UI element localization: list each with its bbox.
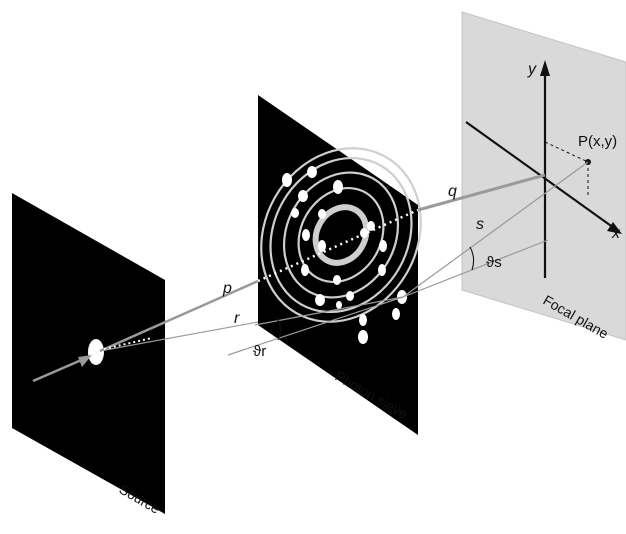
sieve-hole <box>359 314 367 326</box>
ray-r-angle-ref <box>227 296 404 356</box>
sieve-hole <box>315 294 325 306</box>
x-axis-label: x <box>611 225 621 242</box>
sieve-hole <box>307 166 317 178</box>
theta-s-arc <box>469 246 475 271</box>
ray-r-ref <box>254 296 404 326</box>
y-axis-label: y <box>527 61 537 78</box>
projection-dashed <box>544 141 589 163</box>
sieve-hole <box>392 308 400 320</box>
sieve-ring <box>260 147 422 323</box>
sieve-hole <box>336 301 342 309</box>
source-aperture <box>88 339 104 365</box>
sieve-hole <box>318 240 326 252</box>
ray-s <box>402 161 589 298</box>
point-label: P(x,y) <box>578 133 617 150</box>
ray-q <box>417 173 546 212</box>
sieve-ring <box>297 186 385 284</box>
theta-r-label: ϑr <box>253 343 266 360</box>
sieve-hole <box>318 209 326 219</box>
y-axis-arrowhead <box>540 60 550 76</box>
ray-p-through-sieve <box>257 208 419 283</box>
p-label: p <box>222 280 232 297</box>
ray-p <box>99 279 259 353</box>
sieve-hole <box>358 330 368 344</box>
incoming-ray <box>32 356 87 383</box>
theta-s-label: ϑs <box>486 254 502 271</box>
sieve-ring <box>269 156 413 314</box>
sieve-hole <box>298 190 308 202</box>
sieve-hole <box>379 240 387 252</box>
ray-s-angle-ref <box>402 239 549 298</box>
sieve-holes <box>282 166 407 344</box>
ray-r <box>99 321 259 352</box>
sieve-ring <box>312 204 370 266</box>
incoming-ray-arrowhead <box>78 355 92 367</box>
r-label: r <box>234 310 240 327</box>
sieve-hole <box>360 228 368 238</box>
sieve-rings <box>260 147 422 323</box>
sieve-hole <box>333 275 341 285</box>
x-axis-arrowhead <box>607 222 622 234</box>
rays <box>32 161 589 383</box>
sieve-hole <box>301 264 309 276</box>
sieve-hole <box>367 221 375 231</box>
sieve-hole <box>346 291 354 301</box>
q-label: q <box>448 183 457 200</box>
sieve-hole <box>378 264 386 276</box>
theta-r-arc <box>275 316 282 341</box>
s-label: s <box>476 216 484 233</box>
source-dotted-line <box>103 337 153 350</box>
sieve-ring <box>282 171 400 299</box>
sieve-hole <box>291 208 299 218</box>
sieve-hole <box>333 180 343 194</box>
sieve-hole <box>302 229 310 241</box>
sieve-hole <box>282 173 292 187</box>
